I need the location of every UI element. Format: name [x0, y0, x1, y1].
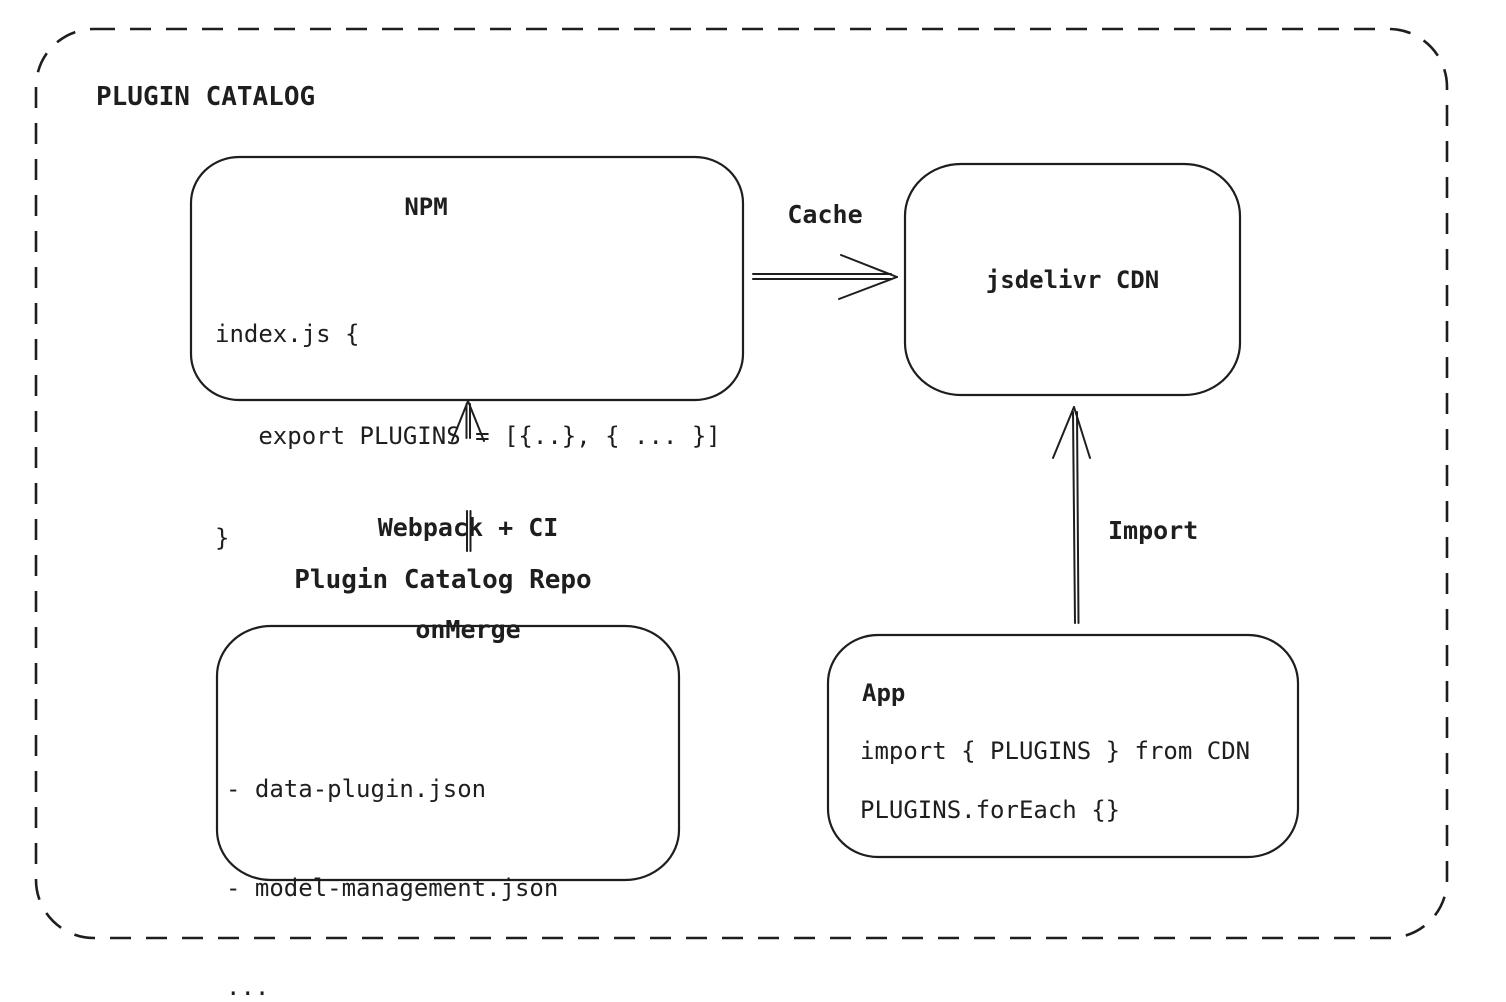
repo-node-box — [215, 624, 681, 882]
cache-edge-label: Cache — [787, 200, 863, 229]
npm-node-title: NPM — [404, 193, 448, 221]
cdn-node-box — [903, 162, 1242, 397]
repo-file-item: - model-management.json — [226, 874, 559, 902]
npm-node-box — [189, 155, 745, 402]
build-edge-label-line2: onMerge — [415, 615, 521, 644]
build-edge-label: Webpack + CI onMerge — [328, 443, 608, 715]
import-arrow — [1052, 406, 1091, 624]
cache-arrow — [752, 254, 898, 300]
import-edge-label: Import — [1108, 516, 1199, 545]
npm-code-block: index.js { export PLUGINS = [{..}, { ...… — [215, 249, 721, 623]
app-node-box — [826, 633, 1300, 859]
repo-node-title: Plugin Catalog Repo — [294, 565, 592, 595]
build-edge-label-line1: Webpack + CI — [377, 513, 559, 542]
npm-code-line: } — [215, 524, 230, 552]
cdn-node-title: jsdelivr CDN — [985, 265, 1160, 294]
app-code-line: import { PLUGINS } from CDN — [860, 737, 1251, 765]
repo-file-item: ... — [226, 973, 270, 1001]
npm-code-line: index.js { — [215, 320, 360, 348]
app-node-title: App — [862, 679, 906, 707]
catalog-boundary-box — [34, 27, 1449, 940]
npm-code-line: export PLUGINS = [{..}, { ... }] — [215, 422, 721, 450]
repo-file-list: - data-plugin.json - model-management.js… — [226, 707, 558, 1002]
cdn-node: jsdelivr CDN — [905, 164, 1240, 395]
build-arrow — [451, 400, 485, 552]
repo-file-item: - data-plugin.json — [226, 775, 487, 803]
diagram-title: PLUGIN CATALOG — [96, 82, 316, 112]
app-code-line: PLUGINS.forEach {} — [860, 796, 1121, 824]
